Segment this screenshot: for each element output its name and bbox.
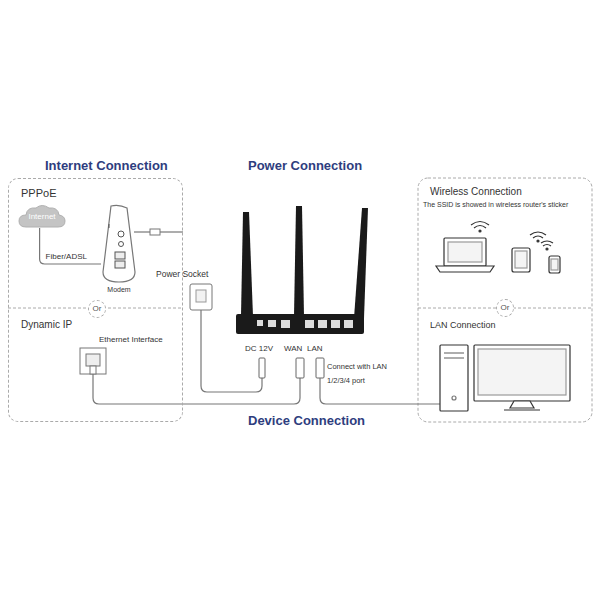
port-label: WAN <box>284 344 302 353</box>
wireless-devices-part <box>436 266 494 272</box>
desktop-pc-part <box>510 401 534 408</box>
or-circle: Or <box>496 299 514 317</box>
router-part-part <box>331 320 340 328</box>
router-part <box>257 320 353 328</box>
port-label: LAN <box>307 344 323 353</box>
power-adapter-part <box>190 284 212 310</box>
wifi-symbols-part <box>537 240 539 242</box>
wifi-symbols <box>471 222 553 251</box>
desktop-pc-part <box>504 409 540 410</box>
modem-shape-part <box>115 261 125 268</box>
desktop-pc-part <box>474 345 570 401</box>
desktop-pc-part <box>444 352 464 353</box>
panel-heading: Internet Connection <box>45 159 168 174</box>
port-label: DC 12V <box>245 344 273 353</box>
wireless-devices-part <box>448 242 482 262</box>
router-part-part <box>257 320 263 326</box>
modem-cable-part <box>150 229 160 235</box>
cloud-node: Internet <box>18 204 66 228</box>
router-part <box>241 212 253 316</box>
modem-shape-part <box>119 242 124 247</box>
cable-plugs-part <box>259 358 265 378</box>
router-part <box>354 208 368 318</box>
or-text: Or <box>89 304 105 313</box>
modem-shape <box>101 204 137 288</box>
modem-shape-part <box>115 252 125 259</box>
wifi-symbols-part <box>474 226 486 229</box>
cable-plugs-part <box>316 358 324 378</box>
option-band: LAN Connection <box>418 308 592 422</box>
router-part-part <box>344 320 353 328</box>
router-part <box>236 314 364 334</box>
ethernet-socket-part <box>80 348 106 374</box>
modem-cable-part <box>134 231 150 232</box>
panel-dividers <box>8 178 592 422</box>
power-adapter-part <box>196 290 206 302</box>
wireless-devices-part <box>551 259 558 270</box>
cable-plugs <box>259 358 324 378</box>
section-heading: Device Connection <box>248 414 365 429</box>
wifi-symbols-part <box>546 248 548 250</box>
router-part-part <box>281 320 290 328</box>
router-part-part <box>268 320 276 327</box>
cloud-shape-part <box>19 206 65 228</box>
wifi-symbols-part <box>530 232 546 235</box>
wifi-symbols-part <box>533 236 543 238</box>
option-heading: Wireless Connection <box>430 186 522 198</box>
or-circle: Or <box>88 300 106 318</box>
ethernet-socket-part <box>90 366 96 374</box>
modem-node: Modem <box>101 204 137 284</box>
option-heading: Dynamic IP <box>21 319 72 331</box>
wireless-devices-part <box>512 248 530 272</box>
cloud-label: Internet <box>18 212 66 221</box>
note-text: The SSID is showed in wireless router's … <box>423 201 589 209</box>
router-part-part <box>318 320 327 328</box>
or-text: Or <box>497 303 513 312</box>
option-band: Wireless ConnectionThe SSID is showed in… <box>418 178 592 308</box>
section-heading: Power Connection <box>248 159 362 174</box>
router-part-part <box>305 320 314 328</box>
modem-shape-part <box>109 224 110 228</box>
wan-cable-part <box>93 374 300 404</box>
wireless-devices <box>436 238 560 273</box>
desktop-pc-part <box>444 357 464 358</box>
ethernet-socket-part <box>86 354 100 366</box>
wifi-symbols-part <box>541 241 553 243</box>
cable-connector-part <box>40 228 101 264</box>
wifi-symbols-part <box>471 222 489 226</box>
option-band: PPPoEInternetModem <box>9 179 184 309</box>
wireless-devices-part <box>515 251 527 268</box>
device-label: Ethernet Interface <box>99 335 163 344</box>
router <box>236 206 368 334</box>
desktop-pc-part <box>440 345 468 411</box>
group-panel: Internet ConnectionPPPoEInternetModemOrD… <box>8 178 183 422</box>
desktop-pc-part <box>452 396 456 400</box>
wifi-symbols-part <box>543 245 551 247</box>
router-part <box>294 206 304 316</box>
panel-dividers-part <box>418 178 592 422</box>
wireless-devices-part <box>549 256 560 273</box>
ethernet-socket <box>80 348 106 374</box>
modem-shape-part <box>118 231 124 237</box>
modem-cable-part <box>160 231 183 232</box>
option-heading: LAN Connection <box>430 320 496 330</box>
wifi-symbols-part <box>479 230 481 232</box>
option-band: Dynamic IP Ethernet Interface <box>9 309 184 423</box>
device-label: Modem <box>101 286 137 294</box>
modem-shape-part <box>103 205 135 282</box>
edge-label: Fiber/ADSL <box>45 252 88 261</box>
option-heading: PPPoE <box>21 187 56 200</box>
part-label: Power Socket <box>156 270 208 280</box>
wireless-devices-part <box>444 238 486 266</box>
wan-cable <box>93 374 300 404</box>
note-text: Connect with LAN 1/2/3/4 port <box>327 360 407 389</box>
cable-plugs-part <box>296 358 304 378</box>
desktop-pc-part <box>478 349 566 395</box>
modem-cable <box>134 229 183 235</box>
cable-connector <box>40 228 101 264</box>
desktop-pc <box>440 345 570 411</box>
